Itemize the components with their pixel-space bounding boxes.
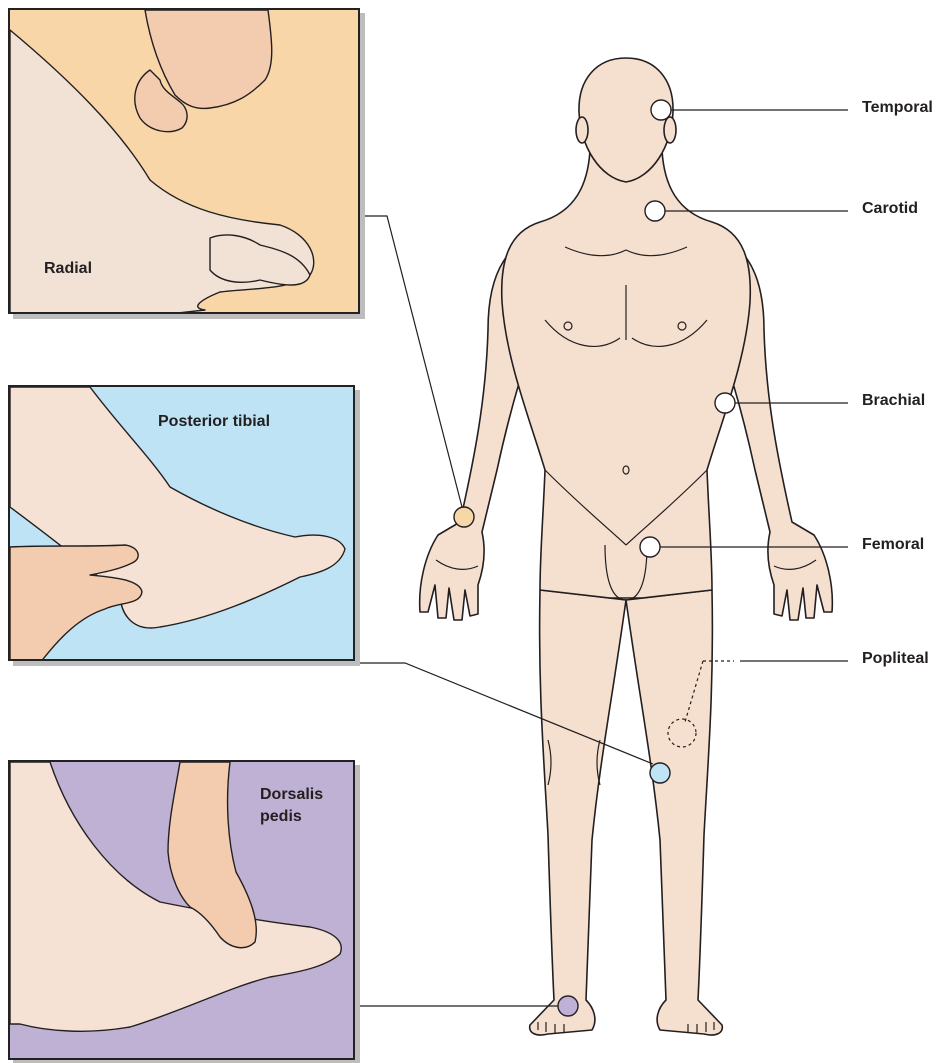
left-leg xyxy=(530,590,626,1035)
dorsalis-pedis-pulse-panel: Dorsalis pedis xyxy=(8,760,355,1060)
brachial-pulse-marker xyxy=(715,393,735,413)
left-ear xyxy=(576,117,588,143)
right-leg xyxy=(626,590,722,1035)
dorsalis-pedis-panel-label: Dorsalis pedis xyxy=(260,784,323,827)
posterior-tibial-pulse-marker xyxy=(650,763,670,783)
dorsalis-pedis-pulse-marker xyxy=(558,996,578,1016)
carotid-label: Carotid xyxy=(862,200,918,218)
right-ear xyxy=(664,117,676,143)
temporal-pulse-marker xyxy=(651,100,671,120)
examiner-hand xyxy=(10,545,142,661)
brachial-label: Brachial xyxy=(862,392,925,410)
radial-pulse-marker xyxy=(454,507,474,527)
posterior-tibial-panel-label: Posterior tibial xyxy=(158,411,270,433)
popliteal-label: Popliteal xyxy=(862,650,929,668)
leader-radial xyxy=(360,216,462,507)
torso xyxy=(502,150,751,598)
dorsalis-pedis-label-line1: Dorsalis xyxy=(260,786,323,803)
femoral-pulse-marker xyxy=(640,537,660,557)
radial-panel-label: Radial xyxy=(44,258,92,280)
posterior-tibial-pulse-panel: Posterior tibial xyxy=(8,385,355,661)
temporal-label: Temporal xyxy=(862,99,933,117)
carotid-pulse-marker xyxy=(645,201,665,221)
radial-pulse-panel: Radial xyxy=(8,8,360,314)
dorsalis-pedis-label-line2: pedis xyxy=(260,808,302,825)
femoral-label: Femoral xyxy=(862,536,924,554)
